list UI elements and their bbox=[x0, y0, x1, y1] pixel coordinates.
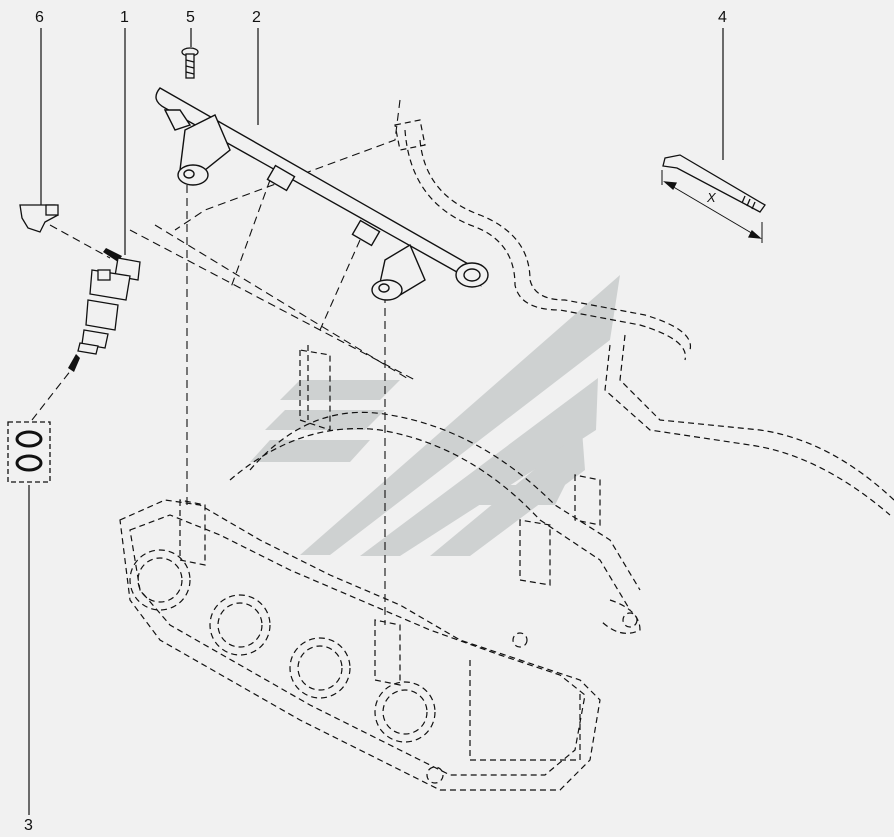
callout-4: 4 bbox=[718, 9, 727, 26]
callout-1: 1 bbox=[120, 9, 129, 26]
callout-2: 2 bbox=[252, 9, 261, 26]
cable-tie bbox=[661, 154, 766, 243]
callout-6: 6 bbox=[35, 9, 44, 26]
callout-3: 3 bbox=[24, 817, 33, 834]
o-ring-kit bbox=[7, 421, 51, 483]
bolt bbox=[181, 47, 199, 79]
fuel-injector bbox=[77, 257, 141, 355]
stylized-logo-watermark bbox=[250, 275, 620, 556]
callout-leaders bbox=[28, 28, 724, 815]
intake-manifold bbox=[119, 345, 641, 791]
fuel-hose bbox=[394, 119, 894, 516]
dimension-label: X bbox=[707, 190, 716, 205]
arrow-heads bbox=[68, 248, 122, 372]
assembly-lines bbox=[31, 99, 416, 625]
fuel-rail bbox=[155, 87, 489, 301]
retaining-clip bbox=[19, 204, 59, 233]
callout-5: 5 bbox=[186, 9, 195, 26]
